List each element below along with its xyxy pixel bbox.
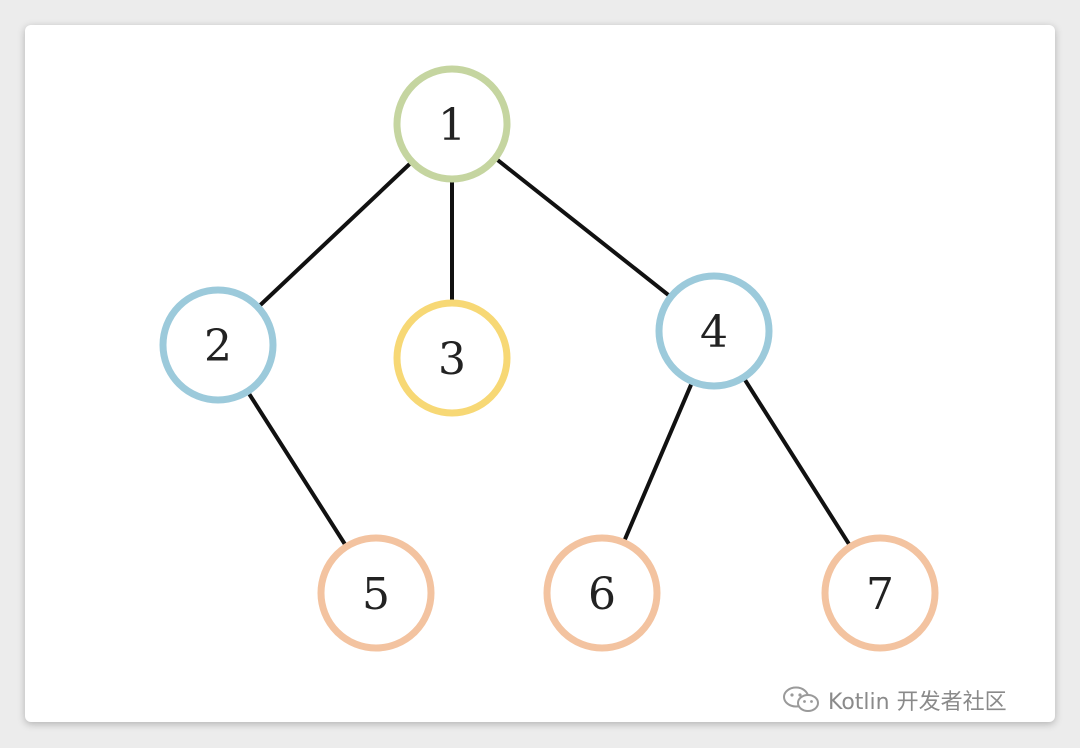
edge-1-2 bbox=[255, 159, 415, 310]
node-circle-5 bbox=[317, 534, 435, 652]
tree-node-7: 7 bbox=[821, 534, 939, 652]
node-circle-3 bbox=[393, 299, 511, 417]
edge-4-7 bbox=[741, 375, 853, 549]
tree-node-6: 6 bbox=[543, 534, 661, 652]
tree-node-5: 5 bbox=[317, 534, 435, 652]
tree-node-4: 4 bbox=[655, 272, 773, 390]
nodes-layer: 1 2 3 4 5 6 7 bbox=[159, 65, 939, 652]
node-label-1: 1 bbox=[438, 100, 466, 151]
node-label-4: 4 bbox=[700, 307, 728, 358]
node-label-6: 6 bbox=[588, 569, 616, 620]
tree-node-3: 3 bbox=[393, 299, 511, 417]
wechat-icon bbox=[783, 686, 819, 712]
node-circle-7 bbox=[821, 534, 939, 652]
watermark: Kotlin 开发者社区 bbox=[782, 683, 1007, 717]
node-circle-2 bbox=[159, 286, 277, 404]
edge-1-4 bbox=[493, 156, 673, 299]
edges-layer bbox=[245, 156, 853, 549]
watermark-text: Kotlin 开发者社区 bbox=[828, 690, 1007, 715]
node-label-3: 3 bbox=[438, 334, 466, 385]
node-label-7: 7 bbox=[866, 569, 894, 620]
node-circle-6 bbox=[543, 534, 661, 652]
node-label-2: 2 bbox=[204, 321, 232, 372]
edge-4-6 bbox=[621, 379, 695, 545]
node-circle-4 bbox=[655, 272, 773, 390]
tree-node-1: 1 bbox=[393, 65, 511, 183]
node-circle-1 bbox=[393, 65, 511, 183]
node-label-5: 5 bbox=[362, 569, 390, 620]
edge-2-5 bbox=[245, 389, 349, 549]
tree-node-2: 2 bbox=[159, 286, 277, 404]
